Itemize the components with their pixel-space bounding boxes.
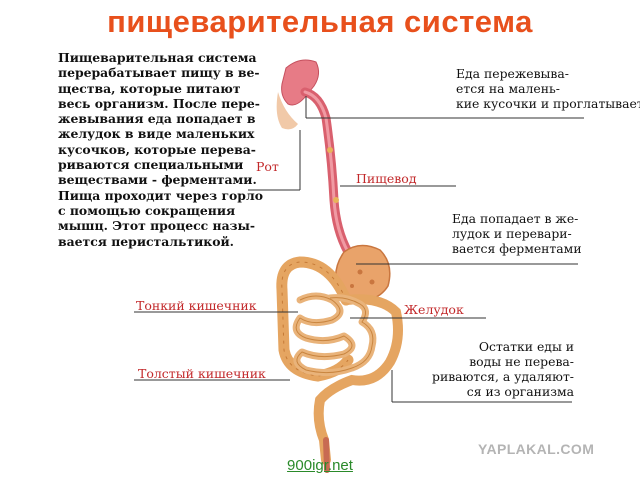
label-small-intestine: Тонкий кишечник (136, 298, 257, 313)
note-stomach: Еда попадает в же- лудок и перевари- вае… (452, 211, 582, 256)
page-title: пищеварительная система (107, 4, 533, 39)
site-link[interactable]: 900igr.net (287, 457, 353, 474)
label-large-intestine: Толстый кишечник (138, 366, 266, 381)
note-intestine: Остатки еды и воды не перева- риваются, … (432, 339, 574, 399)
note-mouth: Еда пережевыва- ется на малень- кие кусо… (456, 66, 640, 111)
label-stomach: Желудок (404, 302, 464, 317)
label-mouth: Рот (256, 159, 279, 174)
watermark-text: YAPLAKAL.COM (478, 441, 595, 457)
small-intestine-shape (292, 292, 377, 377)
intro-text: Пищеварительная система перерабатывает п… (58, 50, 263, 249)
rectum-shape (323, 437, 330, 473)
label-esophagus: Пищевод (356, 171, 417, 186)
jaw-shape (276, 92, 298, 130)
